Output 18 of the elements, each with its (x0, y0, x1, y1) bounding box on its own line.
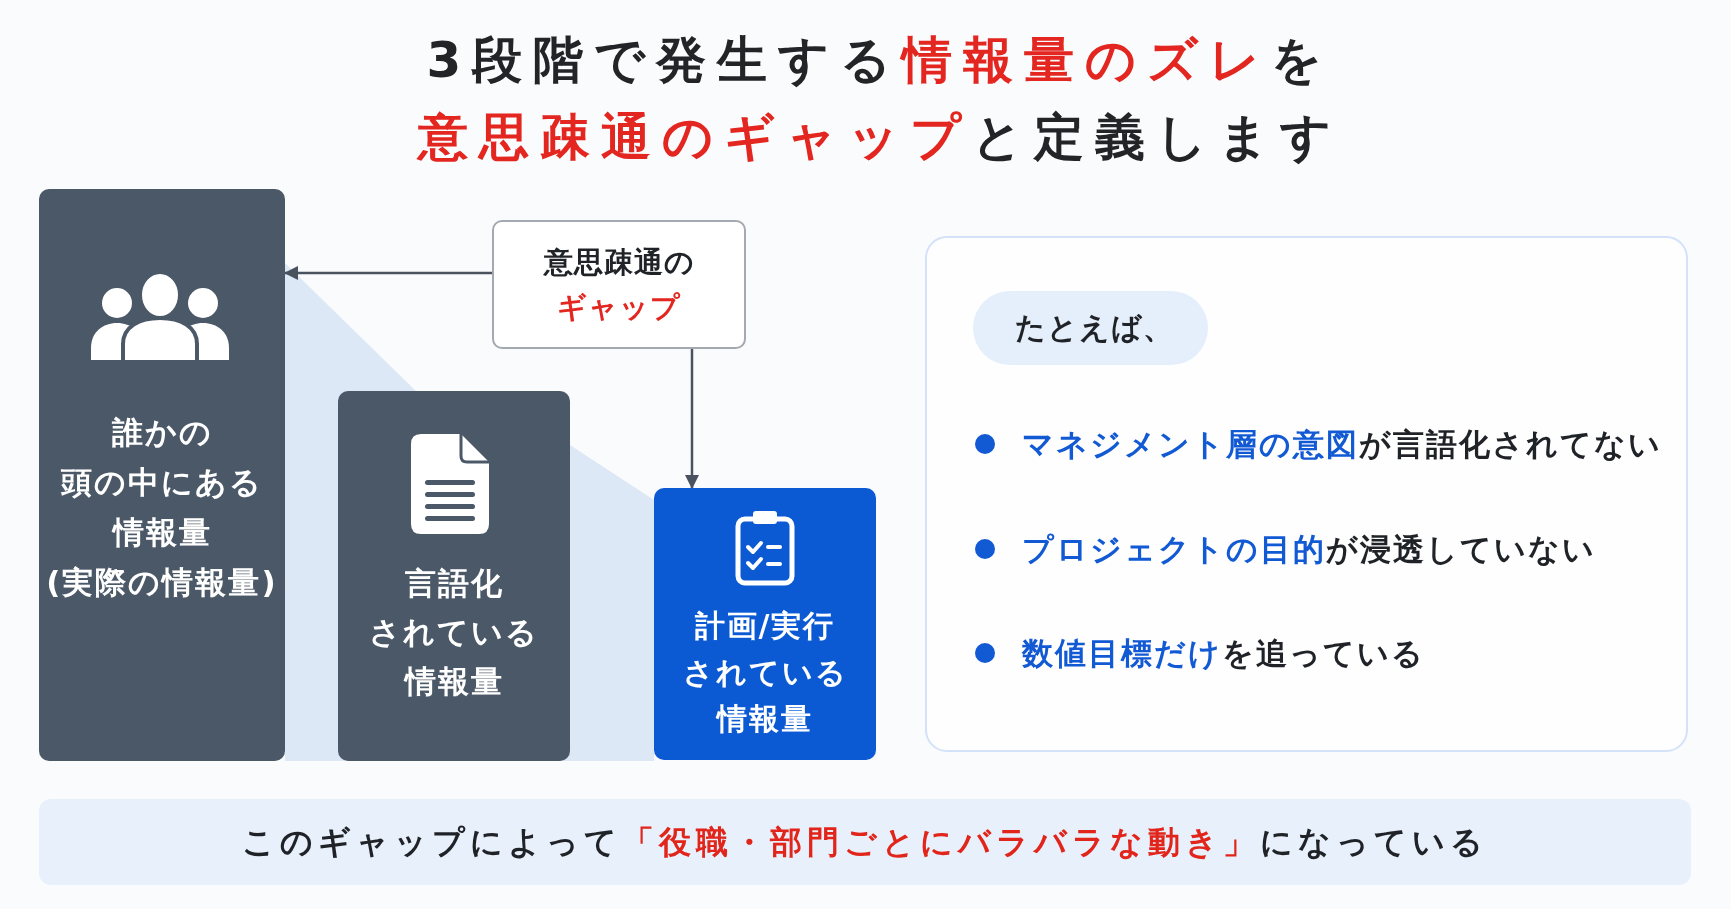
tag-pill: たとえば、 (973, 291, 1208, 365)
bullet-text: マネジメント層の意図が言語化されてない (1022, 425, 1662, 464)
title: 3段階で発生する情報量のズレを意思疎通のギャップと定義します (415, 30, 1343, 168)
box-label: 計画/実行されている情報量 (681, 607, 849, 738)
box-label: 言語化されている情報量 (368, 564, 540, 701)
column-box (654, 488, 876, 760)
arrow (284, 266, 492, 280)
box-label: 誰かの頭の中にある情報量 (60, 413, 264, 552)
bullet-text: プロジェクトの目的が浸透していない (1022, 530, 1596, 569)
column-box (39, 189, 285, 761)
box-label: (実際の情報量) (45, 563, 279, 602)
summary-banner: このギャップによって「役職・部門ごとにバラバラな動き」になっている (39, 799, 1691, 885)
column-box (338, 391, 570, 761)
arrow (685, 349, 699, 489)
callout-box (492, 220, 746, 349)
callout-text: 意思疎通のギャップ (542, 244, 696, 326)
example-panel (925, 236, 1688, 752)
bullet-text: 数値目標だけを追っている (1022, 634, 1425, 673)
